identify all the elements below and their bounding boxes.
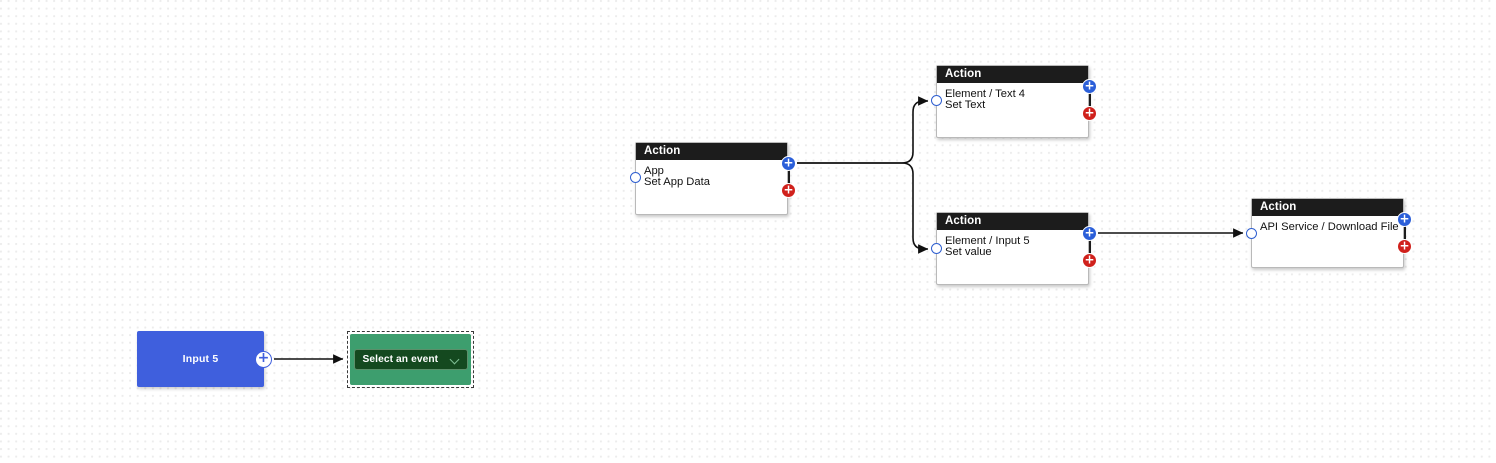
plus-icon: + <box>1399 211 1410 226</box>
badge-connector-line <box>1089 240 1091 261</box>
error-output-badge-set-text[interactable]: + <box>1082 106 1097 121</box>
action-node-set-text[interactable]: Action Element / Text 4 Set Text <box>936 65 1089 138</box>
error-output-badge-download-file[interactable]: + <box>1397 239 1412 254</box>
badge-connector-line <box>788 170 790 191</box>
badge-connector-line <box>1404 226 1406 247</box>
action-node-set-value[interactable]: Action Element / Input 5 Set value <box>936 212 1089 285</box>
action-node-set-app-data[interactable]: Action App Set App Data <box>635 142 788 215</box>
error-output-badge-set-value[interactable]: + <box>1082 253 1097 268</box>
node-line-primary: Element / Text 4 <box>945 88 1026 100</box>
action-node-download-file[interactable]: Action API Service / Download File <box>1251 198 1404 268</box>
event-select-label: Select an event <box>362 354 439 365</box>
node-header-label: Action <box>1252 199 1403 216</box>
plus-icon: + <box>257 350 270 366</box>
event-node[interactable]: Select an event <box>350 334 471 385</box>
plus-icon: + <box>783 155 794 170</box>
node-body: Element / Text 4 Set Text <box>937 83 1088 112</box>
plus-icon: + <box>1084 78 1095 93</box>
success-output-badge-set-text[interactable]: + <box>1082 79 1097 94</box>
plus-icon: + <box>1084 252 1095 267</box>
success-output-badge-download-file[interactable]: + <box>1397 212 1412 227</box>
event-node-selection-frame[interactable]: Select an event <box>347 331 474 388</box>
node-body: Element / Input 5 Set value <box>937 230 1088 259</box>
error-output-badge-set-app-data[interactable]: + <box>781 183 796 198</box>
input-port-download-file[interactable] <box>1246 228 1257 239</box>
node-header-label: Action <box>636 143 787 160</box>
input-port-set-app-data[interactable] <box>630 172 641 183</box>
element-node-input-5[interactable]: Input 5 <box>137 331 264 387</box>
element-node-label: Input 5 <box>182 353 219 365</box>
input-port-set-value[interactable] <box>931 243 942 254</box>
node-line-primary: App <box>644 165 664 177</box>
input-port-set-text[interactable] <box>931 95 942 106</box>
node-body: App Set App Data <box>636 160 787 189</box>
node-header-label: Action <box>937 213 1088 230</box>
plus-icon: + <box>783 182 794 197</box>
element-output-badge-input-5[interactable]: + <box>255 351 272 368</box>
chevron-down-icon <box>451 355 460 364</box>
plus-icon: + <box>1084 105 1095 120</box>
success-output-badge-set-value[interactable]: + <box>1082 226 1097 241</box>
node-line-primary: Element / Input 5 <box>945 235 1030 247</box>
badge-connector-line <box>1089 93 1091 114</box>
success-output-badge-set-app-data[interactable]: + <box>781 156 796 171</box>
node-line-primary: API Service / Download File <box>1260 221 1399 233</box>
node-line-secondary: Set Text <box>945 99 986 112</box>
edge-appdata-to-settext <box>797 96 929 164</box>
plus-icon: + <box>1399 238 1410 253</box>
node-line-secondary: Set App Data <box>644 176 710 189</box>
edge-appdata-to-setvalue <box>797 162 929 254</box>
node-body: API Service / Download File <box>1252 216 1403 233</box>
event-select-dropdown[interactable]: Select an event <box>353 349 468 370</box>
node-header-label: Action <box>937 66 1088 83</box>
plus-icon: + <box>1084 225 1095 240</box>
node-line-secondary: Set value <box>945 246 992 259</box>
